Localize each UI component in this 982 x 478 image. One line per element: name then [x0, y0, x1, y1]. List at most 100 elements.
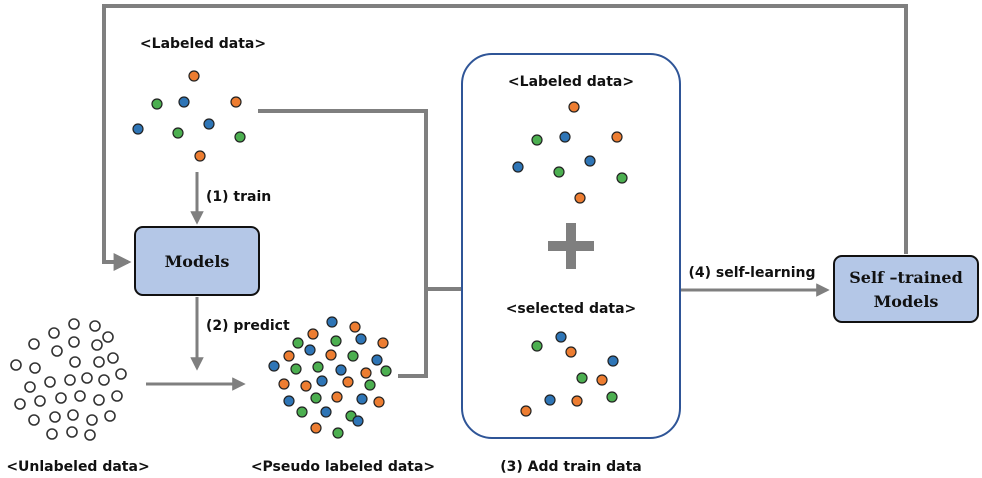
labeled-point — [553, 166, 565, 178]
pseudo-labeled-point — [283, 350, 295, 362]
labeled-to-panel-line — [258, 109, 462, 291]
unlabeled-point — [81, 372, 93, 384]
unlabeled-point — [115, 368, 127, 380]
labeled-point — [512, 161, 524, 173]
pseudo-labeled-point — [268, 360, 280, 372]
unlabeled-point — [44, 376, 56, 388]
unlabeled-data-label: <Unlabeled data> — [6, 459, 149, 475]
unlabeled-point — [69, 356, 81, 368]
unlabeled-point — [10, 359, 22, 371]
selected-data-label: <selected data> — [506, 301, 637, 317]
train-step-label: (1) train — [206, 189, 271, 205]
unlabeled-point — [48, 327, 60, 339]
unlabeled-point — [49, 411, 61, 423]
labeled-data-panel-points — [512, 101, 628, 204]
pseudo-labeled-point — [342, 376, 354, 388]
unlabeled-point — [29, 362, 41, 374]
labeled-point — [194, 150, 206, 162]
selected-point — [531, 340, 543, 352]
labeled-data-top-label: <Labeled data> — [140, 36, 266, 52]
unlabeled-point — [89, 320, 101, 332]
add-train-data-label: (3) Add train data — [500, 459, 641, 475]
unlabeled-point — [28, 338, 40, 350]
pseudo-labeled-point — [335, 364, 347, 376]
labeled-point — [611, 131, 623, 143]
labeled-point — [559, 131, 571, 143]
unlabeled-point — [74, 390, 86, 402]
labeled-point — [203, 118, 215, 130]
pseudo-labeled-point — [330, 335, 342, 347]
selected-point — [520, 405, 532, 417]
pseudo-labeled-point — [290, 363, 302, 375]
labeled-data-top-points — [132, 70, 246, 162]
unlabeled-point — [14, 398, 26, 410]
labeled-point — [188, 70, 200, 82]
pseudo-labeled-point — [360, 367, 372, 379]
unlabeled-point — [55, 392, 67, 404]
pseudo-labeled-point — [377, 337, 389, 349]
unlabeled-point — [93, 356, 105, 368]
pseudo-labeled-point — [304, 344, 316, 356]
selected-point — [606, 391, 618, 403]
models-box-label: Models — [165, 252, 230, 271]
unlabeled-point — [28, 414, 40, 426]
labeled-point — [172, 127, 184, 139]
pseudo-labeled-point — [349, 321, 361, 333]
unlabeled-point — [34, 395, 46, 407]
self-trained-label-line1: Self –trained — [849, 268, 963, 287]
self-trained-models-box — [833, 255, 979, 323]
labeled-point — [584, 155, 596, 167]
pseudo-labeled-point — [310, 392, 322, 404]
pseudo-labeled-point — [371, 354, 383, 366]
unlabeled-point — [111, 390, 123, 402]
pseudo-labeled-point — [326, 316, 338, 328]
pseudo-labeled-point — [380, 365, 392, 377]
pseudo-labeled-point — [325, 349, 337, 361]
unlabeled-point — [104, 410, 116, 422]
labeled-point — [178, 96, 190, 108]
labeled-point — [151, 98, 163, 110]
self-learning-step-label: (4) self-learning — [688, 265, 815, 281]
unlabeled-point — [102, 331, 114, 343]
labeled-point — [616, 172, 628, 184]
pseudo-labeled-point — [373, 396, 385, 408]
selected-point — [607, 355, 619, 367]
labeled-point — [568, 101, 580, 113]
labeled-point — [234, 131, 246, 143]
unlabeled-point — [68, 318, 80, 330]
unlabeled-point — [64, 374, 76, 386]
labeled-data-panel-label: <Labeled data> — [508, 74, 634, 90]
unlabeled-point — [93, 394, 105, 406]
unlabeled-point — [46, 428, 58, 440]
pseudo-labeled-point — [356, 393, 368, 405]
pseudo-labeled-point — [347, 350, 359, 362]
pseudo-labeled-point — [312, 361, 324, 373]
pseudo-labeled-point — [292, 337, 304, 349]
self-trained-label-line2: Models — [874, 292, 939, 311]
selected-point — [555, 331, 567, 343]
pseudo-to-panel-line — [398, 289, 428, 378]
unlabeled-data-points — [10, 318, 127, 441]
labeled-point — [531, 134, 543, 146]
pseudo-labeled-point — [320, 406, 332, 418]
unlabeled-point — [24, 381, 36, 393]
labeled-point — [574, 192, 586, 204]
labeled-point — [132, 123, 144, 135]
pseudo-labeled-point — [310, 422, 322, 434]
pseudo-labeled-point — [352, 415, 364, 427]
pseudo-labeled-point — [331, 391, 343, 403]
pseudo-labeled-point — [296, 406, 308, 418]
unlabeled-point — [91, 339, 103, 351]
pseudo-labeled-point — [307, 328, 319, 340]
selected-point — [576, 372, 588, 384]
models-box — [134, 226, 260, 296]
pseudo-labeled-point — [316, 375, 328, 387]
labeled-point — [230, 96, 242, 108]
unlabeled-point — [67, 409, 79, 421]
pseudo-labeled-point — [283, 395, 295, 407]
selected-point — [571, 395, 583, 407]
pseudo-labeled-point — [355, 333, 367, 345]
unlabeled-point — [86, 414, 98, 426]
unlabeled-point — [68, 336, 80, 348]
